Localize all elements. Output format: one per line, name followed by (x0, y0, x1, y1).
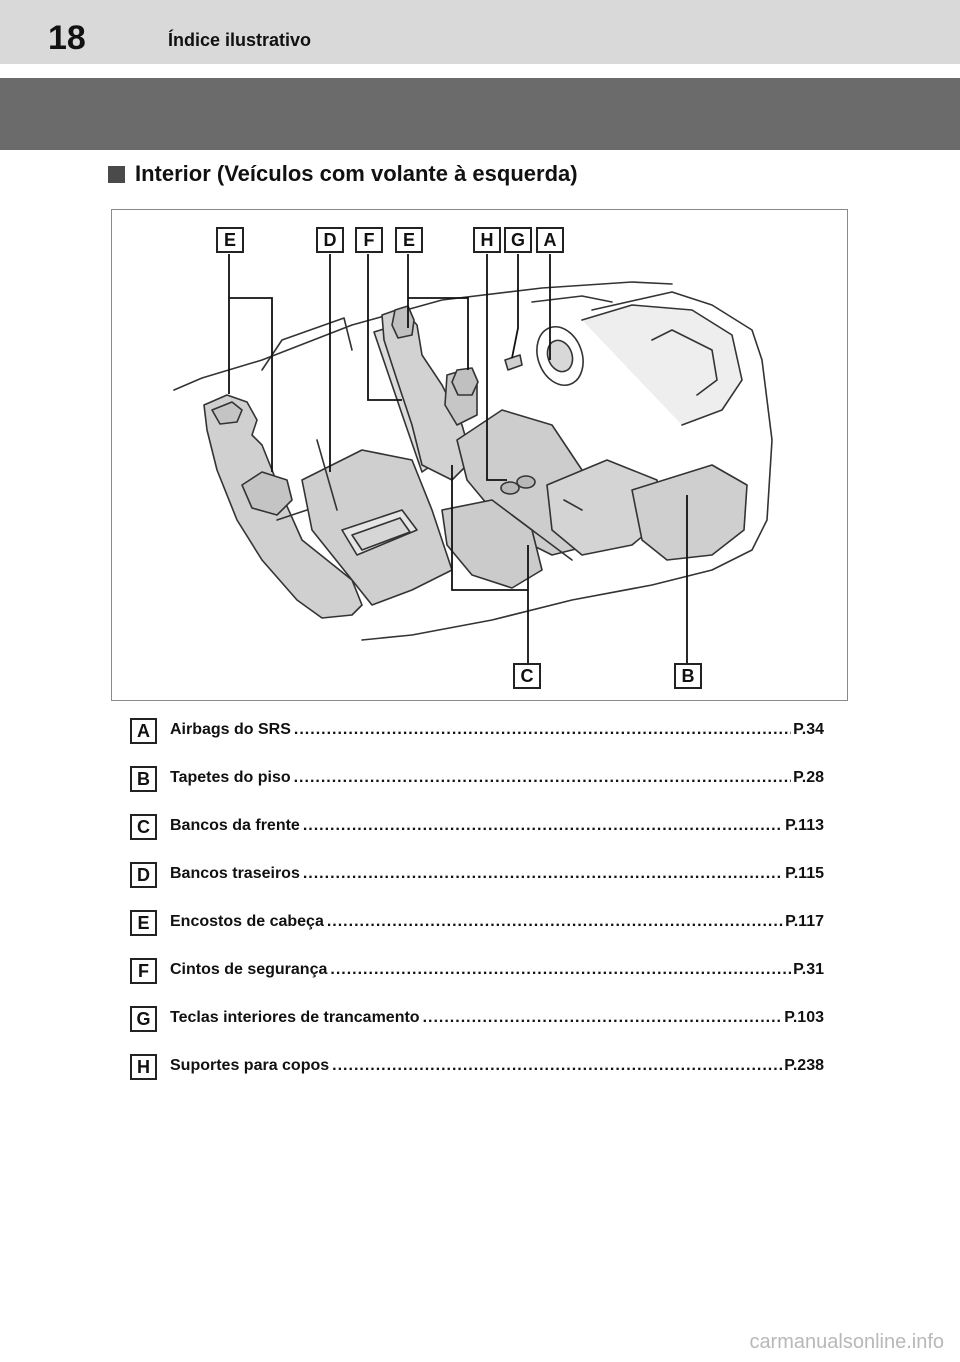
interior-illustration: E D F E H G A C B (111, 209, 848, 701)
dot-leader (423, 1008, 783, 1028)
callout-d: D (316, 227, 344, 253)
legend-page-ref: P.28 (793, 769, 824, 786)
legend-page-ref: P.238 (784, 1057, 824, 1074)
legend-item-front-seats: C Bancos da frente P.113 (130, 814, 830, 840)
legend-badge: C (130, 814, 157, 840)
legend-entry: Cintos de segurança P.31 (170, 960, 824, 980)
section-heading: Interior (Veículos com volante à esquerd… (108, 160, 578, 188)
legend-label: Suportes para copos (170, 1057, 330, 1074)
legend-entry: Tapetes do piso P.28 (170, 768, 824, 788)
header-bar: 18 Índice ilustrativo (0, 0, 960, 64)
legend-page-ref: P.115 (785, 865, 824, 882)
legend-label: Tapetes do piso (170, 769, 291, 786)
callout-e-left: E (216, 227, 244, 253)
site-watermark: carmanualsonline.info (749, 1331, 944, 1353)
legend-item-airbags: A Airbags do SRS P.34 (130, 718, 830, 744)
legend-page-ref: P.103 (784, 1009, 824, 1026)
legend-label: Bancos traseiros (170, 865, 300, 882)
legend-item-rear-seats: D Bancos traseiros P.115 (130, 862, 830, 888)
legend-badge: E (130, 910, 157, 936)
legend-badge: H (130, 1054, 157, 1080)
legend-badge: D (130, 862, 157, 888)
callout-g: G (504, 227, 532, 253)
legend-item-door-lock-switches: G Teclas interiores de trancamento P.103 (130, 1006, 830, 1032)
dot-leader (303, 864, 783, 884)
legend-label: Cintos de segurança (170, 961, 328, 978)
legend-entry: Bancos da frente P.113 (170, 816, 824, 836)
legend-badge: B (130, 766, 157, 792)
chapter-band (0, 78, 960, 150)
callout-b: B (674, 663, 702, 689)
legend-page-ref: P.31 (793, 961, 824, 978)
callout-e-right: E (395, 227, 423, 253)
car-interior-drawing (173, 254, 773, 665)
dot-leader (294, 768, 792, 788)
section-heading-text: Interior (Veículos com volante à esquerd… (135, 161, 578, 186)
chapter-title: Índice ilustrativo (168, 30, 312, 50)
legend-label: Airbags do SRS (170, 721, 291, 738)
callout-h: H (473, 227, 501, 253)
dot-leader (330, 960, 791, 980)
legend-label: Encostos de cabeça (170, 913, 324, 930)
dot-leader (332, 1056, 782, 1076)
legend-item-floor-mats: B Tapetes do piso P.28 (130, 766, 830, 792)
dot-leader (327, 912, 783, 932)
legend-entry: Suportes para copos P.238 (170, 1056, 824, 1076)
legend-label: Teclas interiores de trancamento (170, 1009, 420, 1026)
legend-page-ref: P.113 (785, 817, 824, 834)
square-bullet-icon (108, 165, 125, 183)
legend-item-head-restraints: E Encostos de cabeça P.117 (130, 910, 830, 936)
legend-entry: Airbags do SRS P.34 (170, 720, 824, 740)
legend-item-cup-holders: H Suportes para copos P.238 (130, 1054, 830, 1080)
legend-badge: F (130, 958, 157, 984)
legend-label: Bancos da frente (170, 817, 300, 834)
legend-badge: G (130, 1006, 157, 1032)
callout-f: F (355, 227, 383, 253)
legend-entry: Bancos traseiros P.115 (170, 864, 824, 884)
dot-leader (303, 816, 783, 836)
legend-entry: Teclas interiores de trancamento P.103 (170, 1008, 824, 1028)
legend-item-seat-belts: F Cintos de segurança P.31 (130, 958, 830, 984)
dot-leader (294, 720, 791, 740)
legend-page-ref: P.117 (785, 913, 824, 930)
callout-a: A (536, 227, 564, 253)
legend-page-ref: P.34 (793, 721, 824, 738)
callout-c: C (513, 663, 541, 689)
page-number: 18 (48, 19, 86, 57)
legend-entry: Encostos de cabeça P.117 (170, 912, 824, 932)
legend-badge: A (130, 718, 157, 744)
